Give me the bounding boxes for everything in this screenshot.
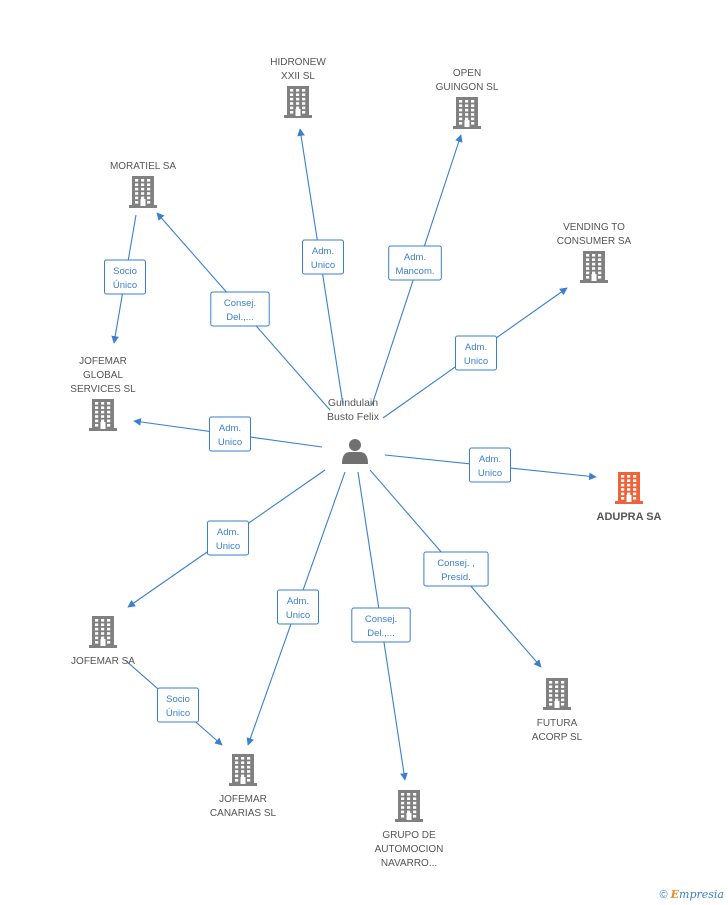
edge-label-person-adupra[interactable]: Adm. Unico [469,447,511,483]
edge-label-text: Adm. [404,252,426,263]
edge-label-person-futura[interactable]: Consej. , Presid. [423,551,489,587]
building-icon [284,86,312,118]
company-label: OPEN [453,68,481,79]
edge-label-text: Del.,... [226,312,253,323]
company-node-jofemar_canarias[interactable]: JOFEMAR CANARIAS SL [210,754,277,819]
copyright-symbol: © [659,889,668,901]
edge-label-box [210,291,270,327]
edge-label-text: Único [113,280,137,291]
edge-label-box [351,607,411,643]
edge-label-box [277,589,319,625]
edge-label-text: Consej. [224,298,256,309]
edge-label-text: Adm. [465,342,487,353]
company-node-hidronew[interactable]: HIDRONEW XXII SL [270,57,326,118]
building-icon [89,616,117,648]
person-icon [342,439,368,464]
building-icon [129,176,157,208]
person-label: Busto Felix [327,411,380,423]
edge-label-person-moratiel[interactable]: Consej. Del.,... [210,291,270,327]
company-label: JOFEMAR SA [71,656,135,667]
edge-label-text: Consej. [365,614,397,625]
edge-label-person-jofemar[interactable]: Adm. Unico [207,520,249,556]
company-node-jofemar_global[interactable]: JOFEMAR GLOBAL SERVICES SL [70,356,136,431]
company-label: ADUPRA SA [597,511,662,523]
person-label: Guindulain [328,397,378,409]
company-node-open[interactable]: OPEN GUINGON SL [436,68,499,129]
edge-label-text: Unico [286,610,310,621]
edge-label-person-open[interactable]: Adm. Mancom. [388,245,442,281]
edge-label-person-vending[interactable]: Adm. Unico [455,335,497,371]
company-label: NAVARRO... [381,858,437,869]
company-node-vending[interactable]: VENDING TO CONSUMER SA [557,222,632,283]
company-label: FUTURA [537,718,578,729]
edge-label-person-grupo[interactable]: Consej. Del.,... [351,607,411,643]
edge-label-person-jofemar_canarias[interactable]: Adm. Unico [277,589,319,625]
company-label: GUINGON SL [436,82,499,93]
edge-label-text: Unico [311,260,335,271]
edge-label-text: Adm. [312,246,334,257]
edge-label-box [423,551,489,587]
company-label: AUTOMOCION [375,844,444,855]
company-node-moratiel[interactable]: MORATIEL SA [110,161,176,208]
building-icon [543,678,571,710]
edge-label-box [157,687,199,723]
company-node-futura[interactable]: FUTURA ACORP SL [532,678,583,743]
building-icon [395,790,423,822]
edge-label-box [302,239,344,275]
edge-label-text: Socio [166,694,190,705]
company-label: GLOBAL [83,370,123,381]
edge-label-text: Unico [216,541,240,552]
edge-label-person-jofemar_global[interactable]: Adm. Unico [209,416,251,452]
company-label: MORATIEL SA [110,161,176,172]
building-icon [453,97,481,129]
edge-label-box [455,335,497,371]
company-label: SERVICES SL [70,384,136,395]
company-label: GRUPO DE [382,830,436,841]
edge-label-text: Del.,... [367,628,394,639]
company-label: JOFEMAR [219,794,267,805]
company-label: JOFEMAR [79,356,127,367]
brand-name: mpresia [679,888,724,901]
company-label: XXII SL [281,71,315,82]
company-label: ACORP SL [532,732,583,743]
edge-label-text: Adm. [219,423,241,434]
company-label: HIDRONEW [270,57,326,68]
edge-label-box [209,416,251,452]
edge-label-text: Unico [478,468,502,479]
company-label: CANARIAS SL [210,808,277,819]
company-node-grupo[interactable]: GRUPO DE AUTOMOCION NAVARRO... [375,790,444,869]
edge-label-text: Unico [218,437,242,448]
edge-label-person-hidronew[interactable]: Adm. Unico [302,239,344,275]
edge-label-box [388,245,442,281]
building-icon [89,399,117,431]
edge-label-box [104,259,146,295]
edge-label-text: Único [166,708,190,719]
edge-label-text: Mancom. [395,266,434,277]
edge-label-box [469,447,511,483]
edge-label-box [207,520,249,556]
edge-label-text: Adm. [217,527,239,538]
brand-logo: © Empresia [659,888,724,901]
brand-initial: E [670,888,680,901]
edge-label-text: Adm. [479,454,501,465]
building-icon [615,472,643,504]
edge-label-text: Unico [464,356,488,367]
edge-label-text: Adm. [287,596,309,607]
edge-label-text: Presid. [441,572,471,583]
building-icon [229,754,257,786]
company-label: VENDING TO [563,222,625,233]
building-icon [580,251,608,283]
edge-label-text: Consej. , [437,558,475,569]
company-node-jofemar[interactable]: JOFEMAR SA [71,616,135,667]
company-node-adupra[interactable]: ADUPRA SA [597,472,662,523]
edge-label-text: Socio [113,266,137,277]
company-label: CONSUMER SA [557,236,632,247]
